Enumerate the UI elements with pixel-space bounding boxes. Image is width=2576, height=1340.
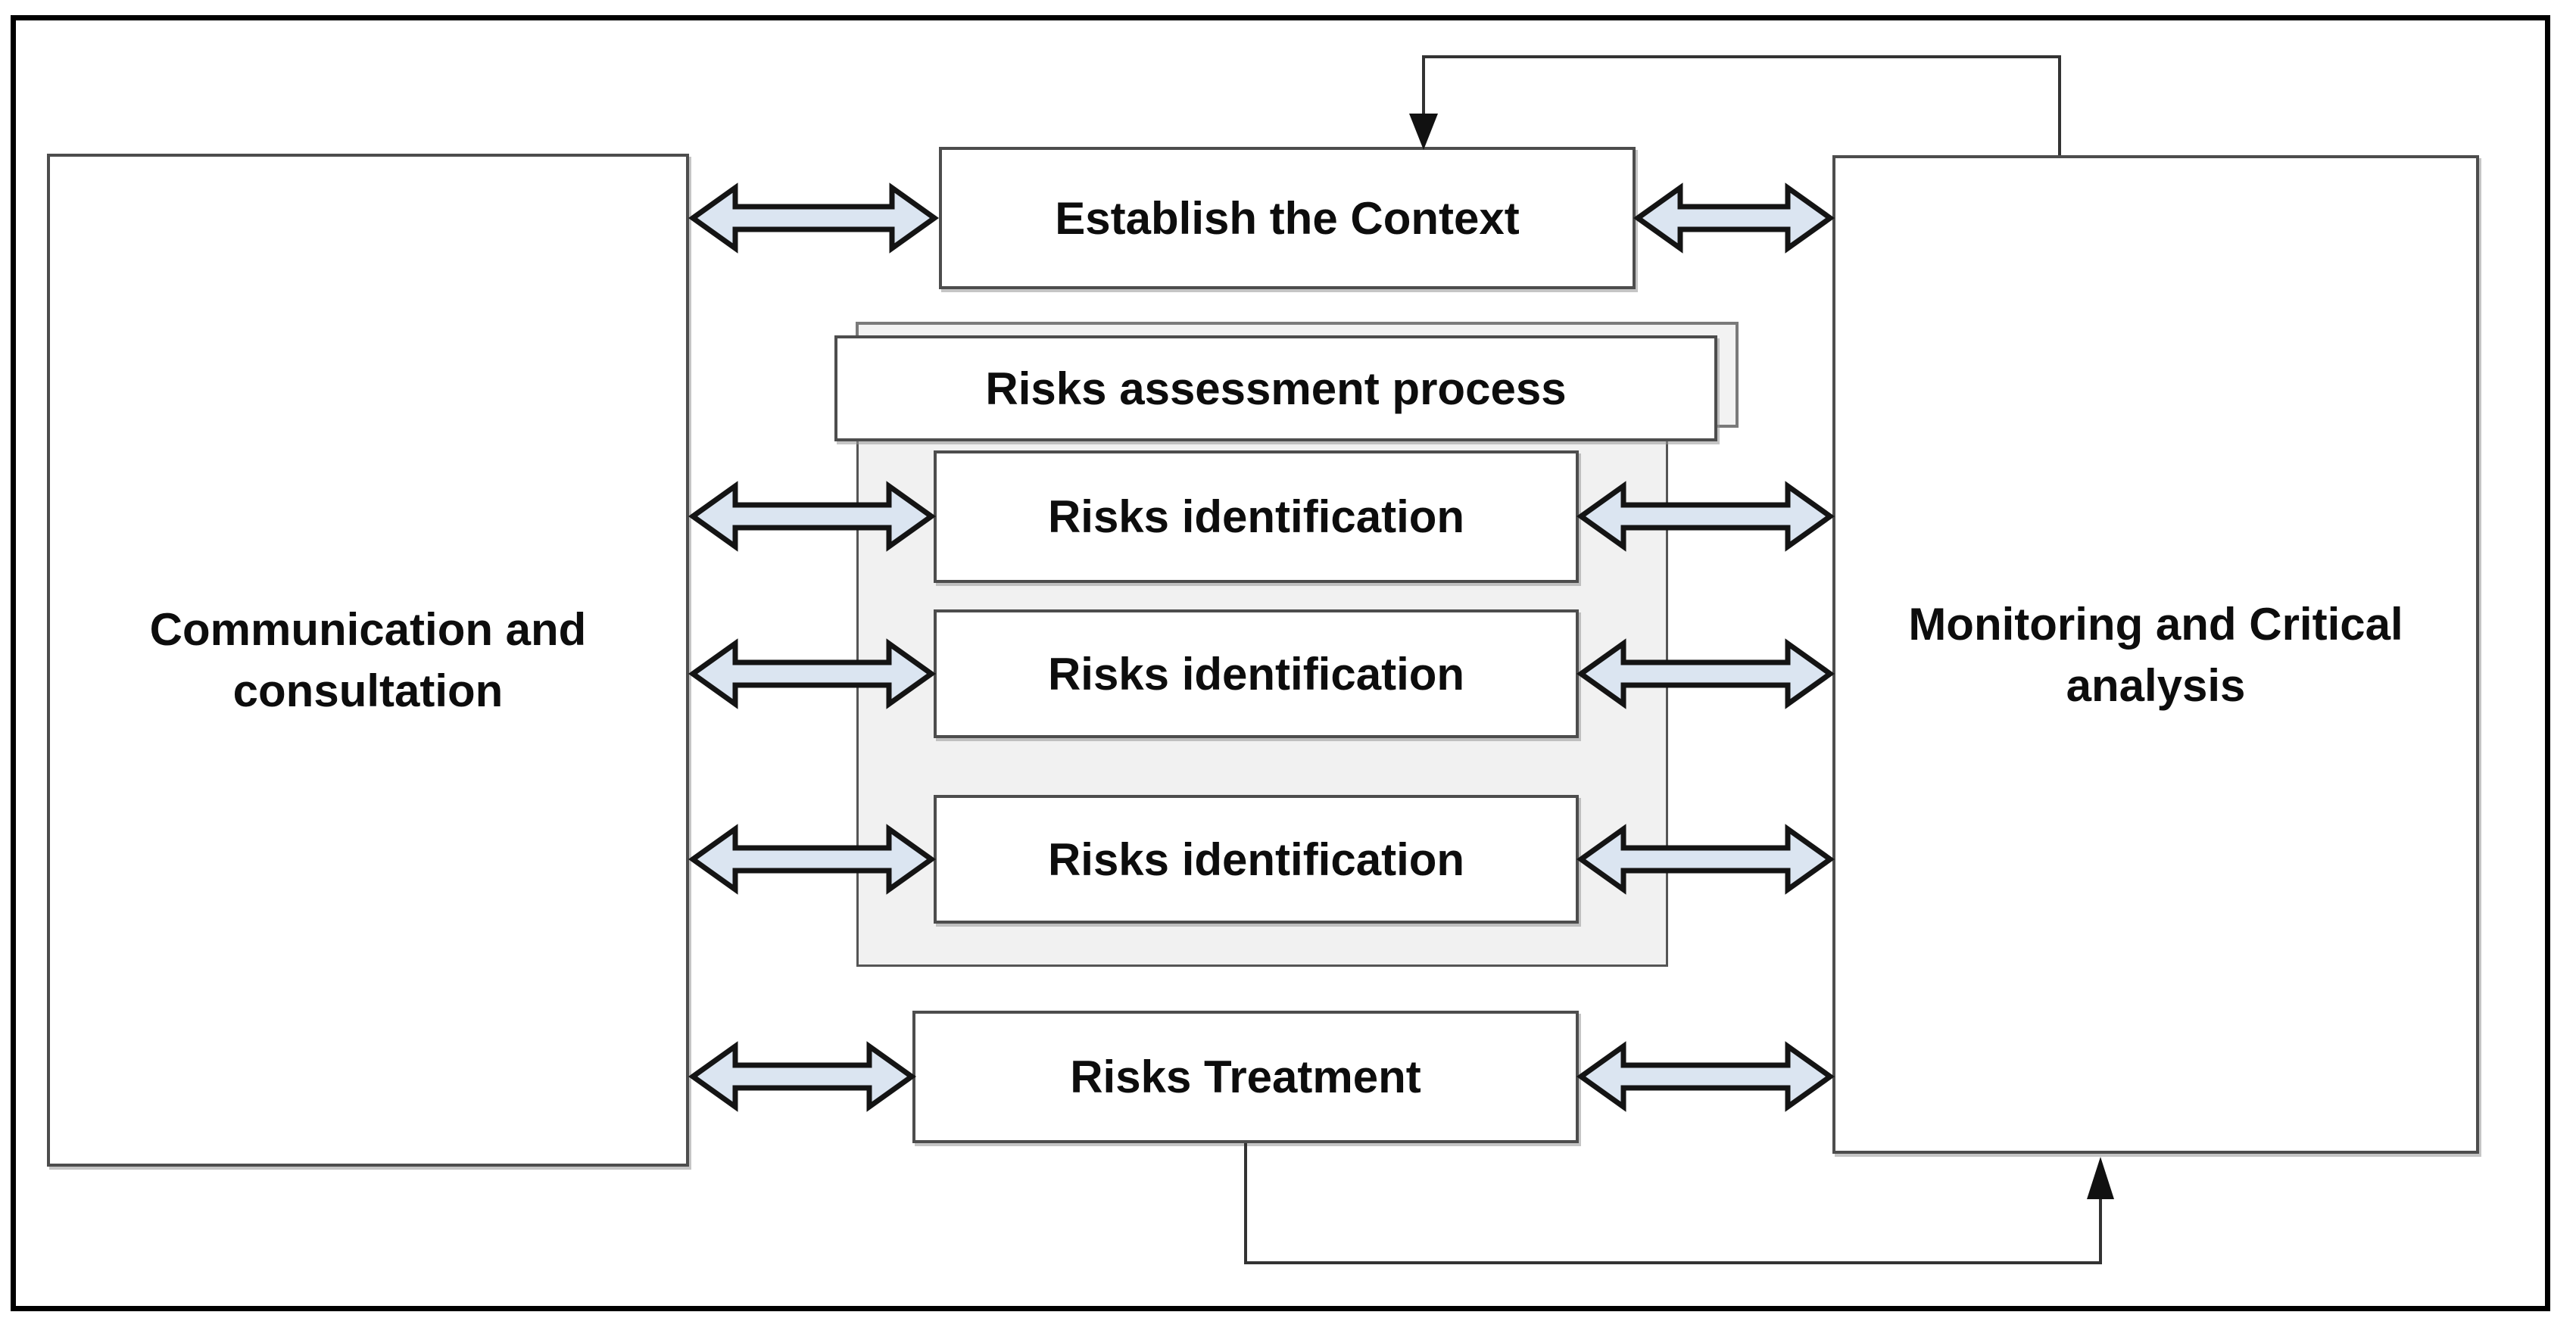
double-arrow-right-identification-1 <box>1576 481 1835 552</box>
risk-assessment-process-box: Risks assessment process <box>834 335 1717 441</box>
establish-context-box: Establish the Context <box>939 147 1636 289</box>
communication-box: Communication and consultation <box>47 154 689 1167</box>
double-arrow-right-identification-3 <box>1576 824 1835 895</box>
communication-box-label: Communication and consultation <box>149 604 587 716</box>
risks-identification-label-2: Risks identification <box>1047 648 1465 700</box>
establish-context-label: Establish the Context <box>1055 192 1520 244</box>
double-arrow-left-establish <box>688 182 940 254</box>
risks-identification-label-3: Risks identification <box>1047 834 1465 885</box>
risks-identification-box-3: Risks identification <box>934 795 1579 924</box>
double-arrow-left-treatment <box>688 1041 917 1112</box>
risks-treatment-label: Risks Treatment <box>1070 1052 1421 1102</box>
monitoring-box: Monitoring and Critical analysis <box>1832 155 2479 1154</box>
double-arrow-left-identification-2 <box>688 638 937 709</box>
double-arrow-left-identification-3 <box>688 824 937 895</box>
risks-identification-box-2: Risks identification <box>934 609 1579 738</box>
double-arrow-right-identification-2 <box>1576 638 1835 709</box>
risks-treatment-box: Risks Treatment <box>912 1011 1579 1143</box>
risks-identification-box-1: Risks identification <box>934 450 1579 583</box>
double-arrow-right-treatment <box>1576 1041 1835 1112</box>
monitoring-box-label: Monitoring and Critical analysis <box>1908 598 2403 711</box>
double-arrow-right-establish <box>1633 182 1835 254</box>
risks-identification-label-1: Risks identification <box>1047 491 1465 542</box>
double-arrow-left-identification-1 <box>688 481 937 552</box>
risk-assessment-process-label: Risks assessment process <box>985 363 1567 414</box>
